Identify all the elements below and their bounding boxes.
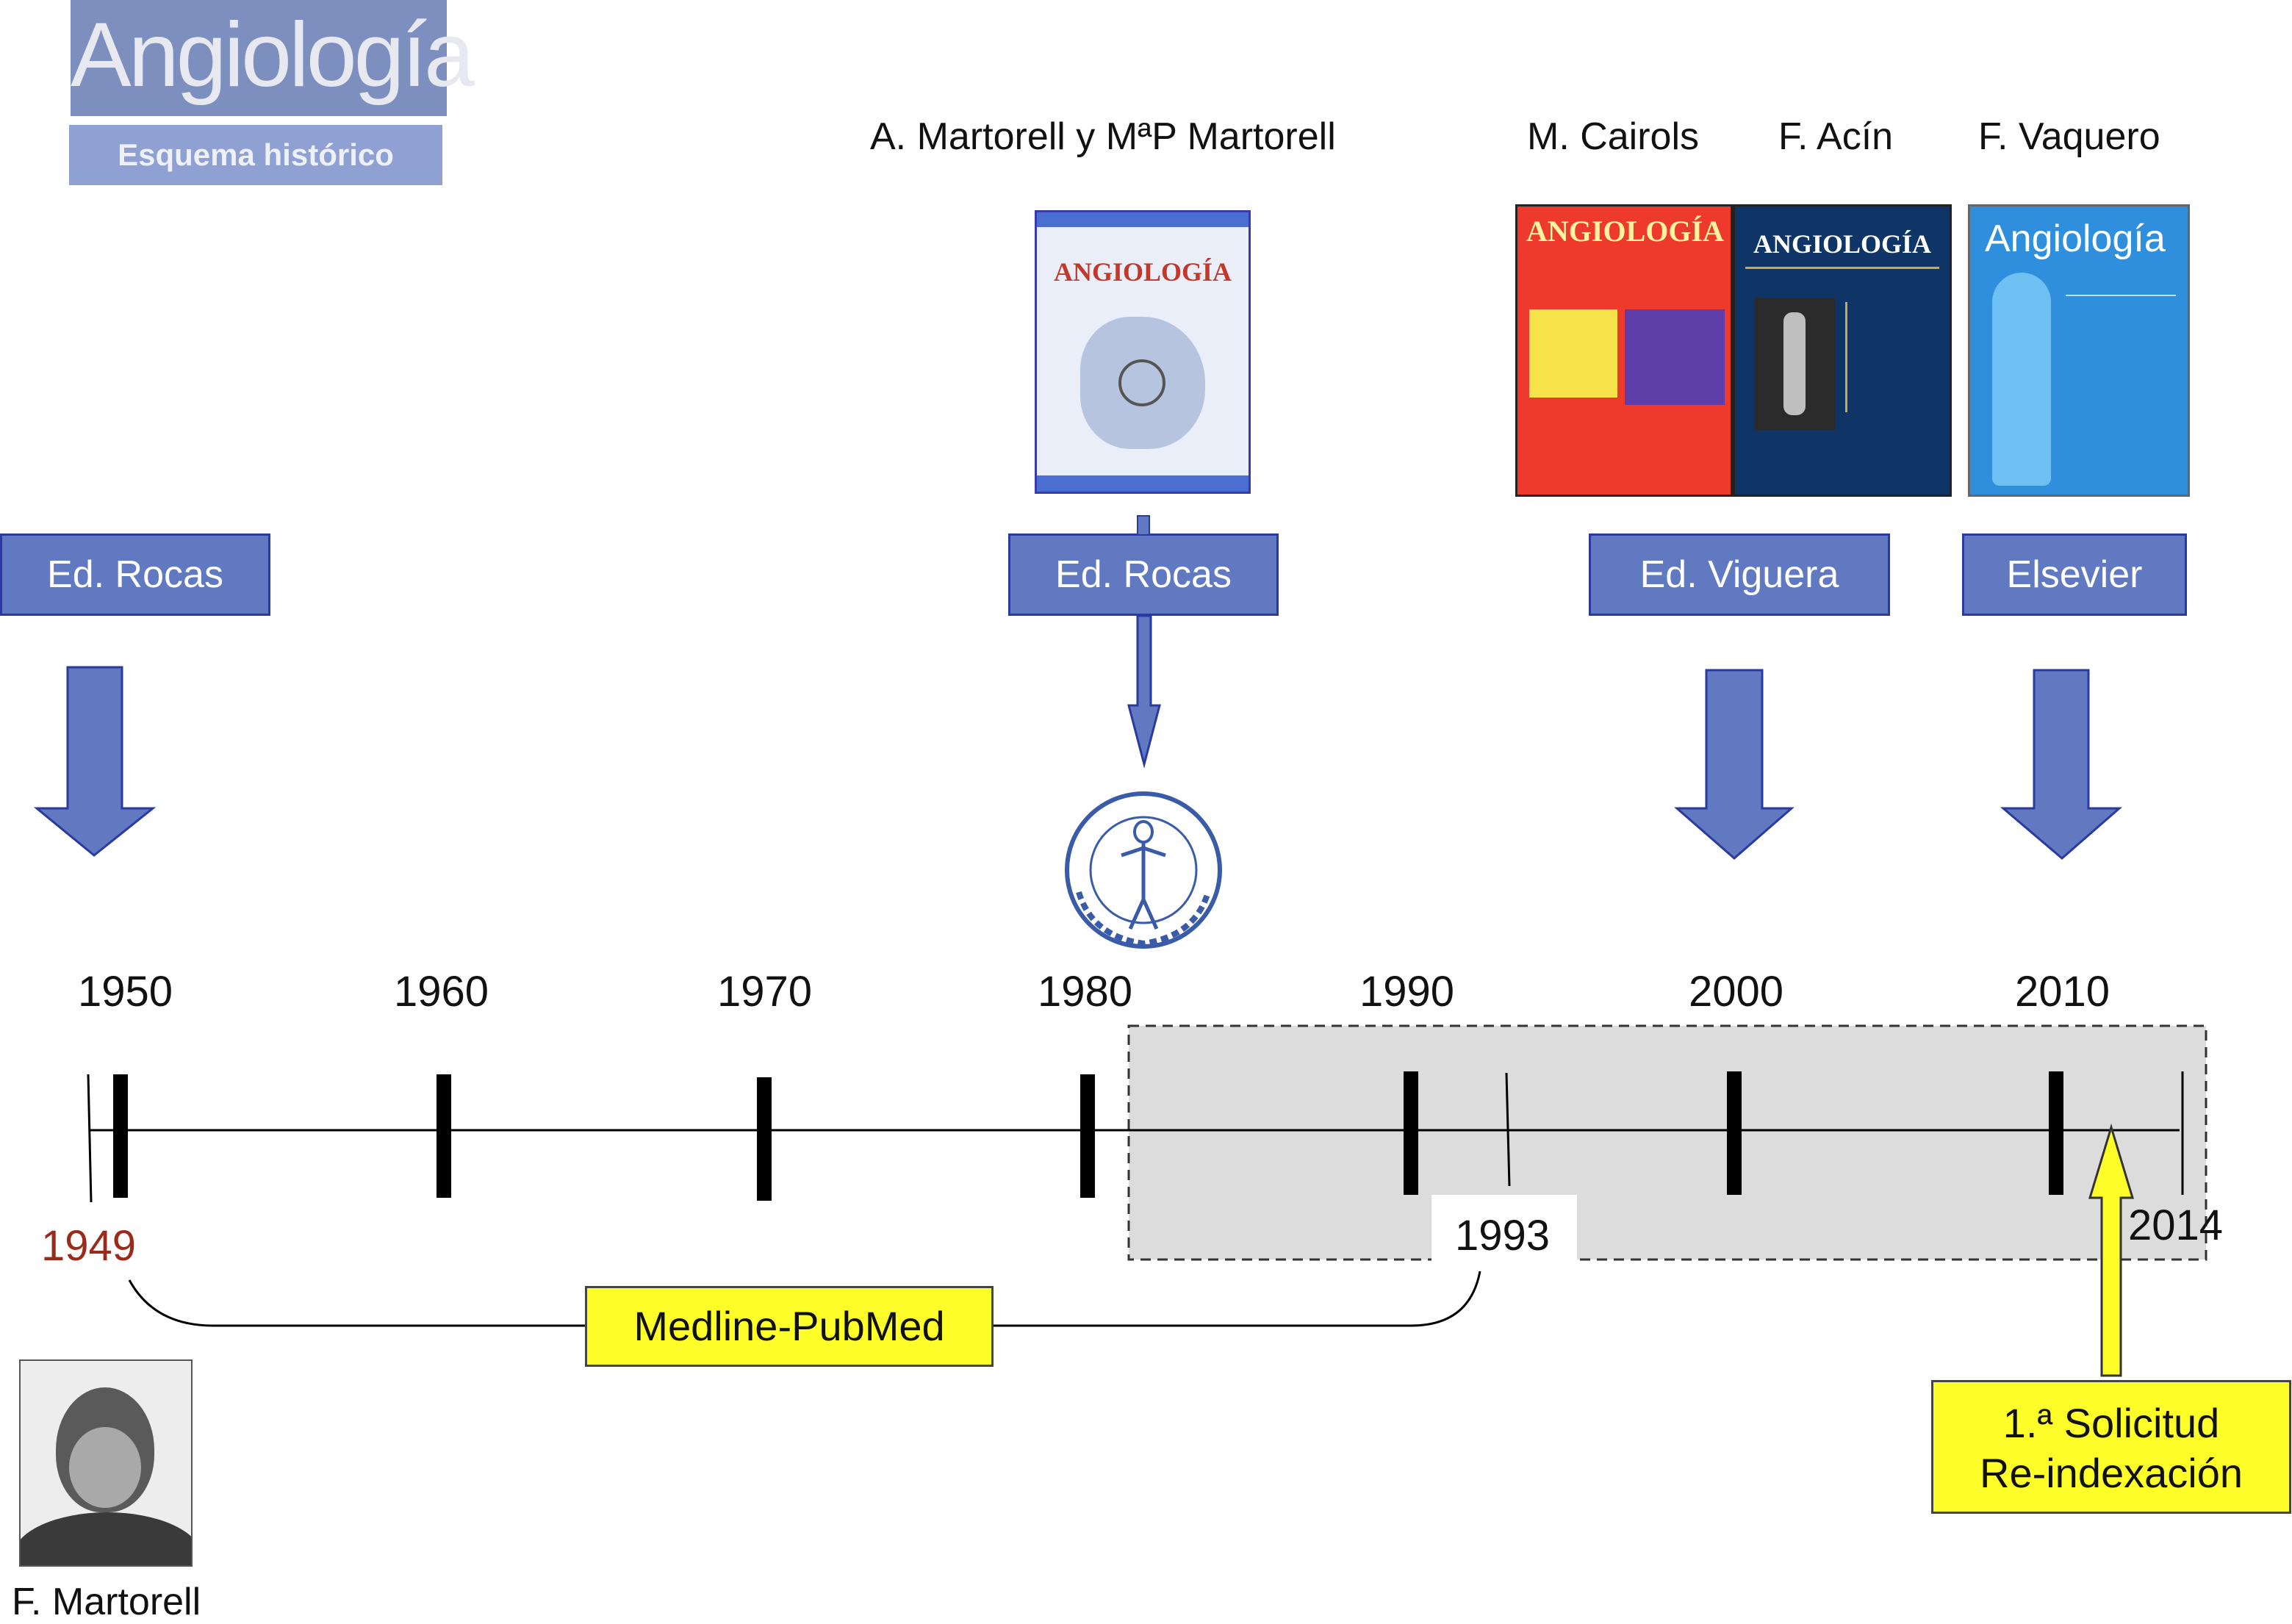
society-seal-icon	[1118, 359, 1165, 406]
founder-portrait	[19, 1359, 193, 1567]
portrait-shoulders-icon	[21, 1512, 191, 1565]
cover-1980-title: ANGIOLOGÍA	[1053, 257, 1232, 287]
cover-1990-contents	[1625, 309, 1725, 405]
tick-2010	[2049, 1071, 2063, 1195]
journal-logo	[71, 0, 447, 116]
founder-name: F. Martorell	[12, 1581, 201, 1623]
connector-cover-to-rocas	[1137, 515, 1150, 536]
medline-year-label: 1993	[1455, 1212, 1551, 1260]
editor-martorell-pair: A. Martorell y MªP Martorell	[870, 115, 1336, 158]
portrait-head-icon	[56, 1387, 154, 1512]
journal-cover-2000: ANGIOLOGÍA	[1733, 204, 1952, 497]
publisher-elsevier: Elsevier	[1962, 533, 2187, 616]
tick-1990	[1404, 1071, 1418, 1195]
cover-2000-contents	[1845, 302, 1943, 412]
iberia-map-icon	[1080, 317, 1205, 449]
tick-1970	[757, 1077, 772, 1201]
decade-label-2010: 2010	[2015, 968, 2110, 1016]
cover-2000-title: ANGIOLOGÍA	[1753, 229, 1932, 259]
tick-1960	[437, 1074, 451, 1198]
vascular-figure-icon	[1992, 273, 2051, 486]
anniversary-badge-icon	[1529, 309, 1617, 398]
angiography-image-icon	[1754, 298, 1835, 430]
tick-1993	[1505, 1072, 1511, 1187]
cover-2010-title: Angiología	[1985, 218, 2166, 260]
arrow-down-icon-rocas	[33, 666, 157, 857]
reindexation-line-1: 1.ª Solicitud	[2002, 1400, 2220, 1446]
cover-2010-contents	[2066, 295, 2176, 473]
publisher-rocas-1: Ed. Rocas	[0, 533, 270, 616]
decade-label-1990: 1990	[1359, 968, 1455, 1016]
arrow-down-icon-elsevier	[2000, 669, 2123, 860]
medline-bracket	[128, 1271, 1481, 1327]
indexed-period-region	[1127, 1024, 2207, 1261]
arrow-down-icon-viguera	[1673, 669, 1795, 860]
journal-cover-1990: ANGIOLOGÍA	[1515, 204, 1733, 497]
page-subtitle: Esquema histórico	[69, 125, 442, 185]
editor-vaquero: F. Vaquero	[1978, 115, 2160, 158]
tick-1949	[87, 1074, 93, 1203]
editor-acin: F. Acín	[1778, 115, 1894, 158]
end-year-label: 2014	[2128, 1201, 2224, 1249]
journal-cover-1980: ANGIOLOGÍA	[1035, 210, 1251, 494]
tick-1980	[1080, 1074, 1095, 1198]
decade-label-1950: 1950	[78, 968, 173, 1016]
start-year-label: 1949	[41, 1222, 137, 1270]
reindexation-line-2: Re-indexación	[1980, 1450, 2243, 1496]
arrow-down-icon-society	[1127, 614, 1161, 769]
medline-year-backdrop	[1431, 1195, 1577, 1264]
editor-cairols: M. Cairols	[1527, 115, 1700, 158]
arrow-up-icon-reindex	[2088, 1123, 2135, 1377]
society-seal-icon	[1065, 791, 1222, 949]
medline-label-box: Medline-PubMed	[585, 1286, 994, 1367]
decade-label-1960: 1960	[394, 968, 489, 1016]
journal-logo-text: Angiología	[71, 4, 475, 106]
tick-2000	[1727, 1071, 1742, 1195]
decade-label-1980: 1980	[1038, 968, 1133, 1016]
reindexation-request-box: 1.ª Solicitud Re-indexación	[1931, 1380, 2291, 1514]
journal-cover-2010: Angiología	[1968, 204, 2190, 497]
decade-label-2000: 2000	[1689, 968, 1784, 1016]
decade-label-1970: 1970	[717, 968, 813, 1016]
cover-1990-title: ANGIOLOGÍA	[1526, 215, 1724, 248]
tick-1950	[113, 1074, 128, 1198]
publisher-viguera: Ed. Viguera	[1589, 533, 1890, 616]
